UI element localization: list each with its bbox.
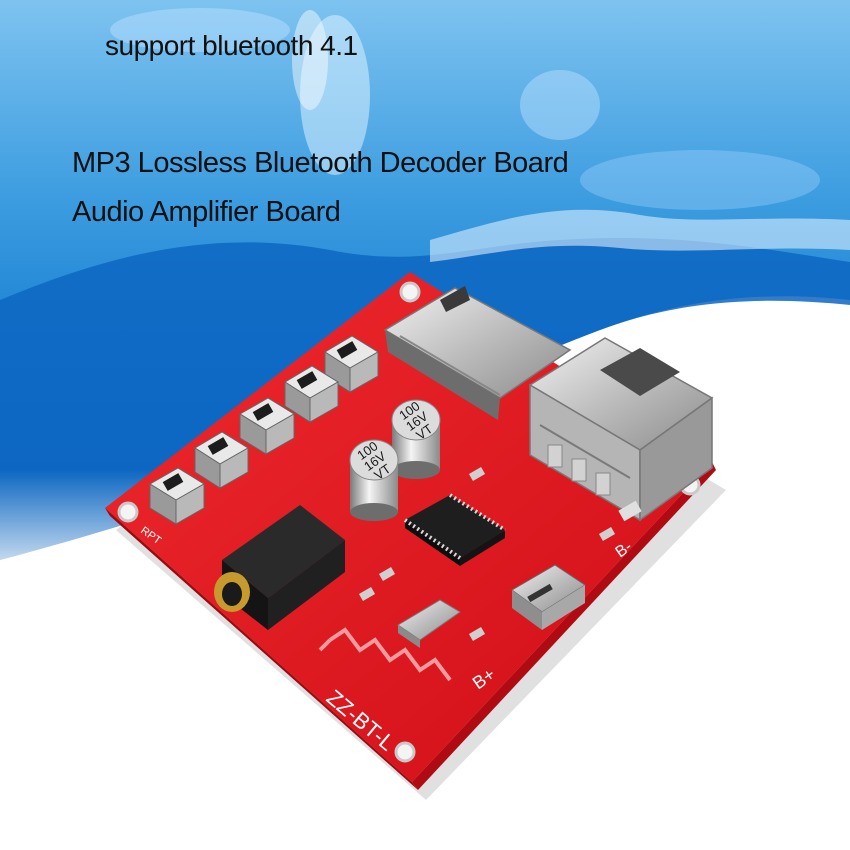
- tactile-button: [149, 467, 205, 525]
- mounting-hole: [399, 281, 421, 303]
- product-title-line-1: MP3 Lossless Bluetooth Decoder Board: [72, 147, 569, 179]
- bluetooth-version-caption: support bluetooth 4.1: [105, 30, 358, 61]
- tactile-button: [284, 365, 339, 423]
- audio-jack: [214, 505, 345, 630]
- micro-sd-card-slot: [383, 286, 572, 420]
- mounting-hole: [394, 741, 416, 763]
- bluetooth-antenna-trace: [318, 627, 452, 682]
- micro-usb-port: [511, 564, 586, 630]
- electrolytic-capacitor: 100 16V VT: [349, 438, 399, 521]
- mounting-hole: [117, 501, 139, 523]
- crystal-oscillator: [397, 599, 461, 648]
- tactile-button: [239, 397, 295, 455]
- tactile-button: [324, 335, 379, 393]
- tactile-button: [194, 431, 249, 489]
- electrolytic-capacitor: 100 16V VT: [391, 398, 441, 479]
- product-title-line-2: Audio Amplifier Board: [72, 196, 341, 228]
- battery-minus-label: B-: [613, 538, 636, 561]
- usb-a-port: [528, 337, 714, 522]
- decoder-ic-chip: [403, 493, 507, 566]
